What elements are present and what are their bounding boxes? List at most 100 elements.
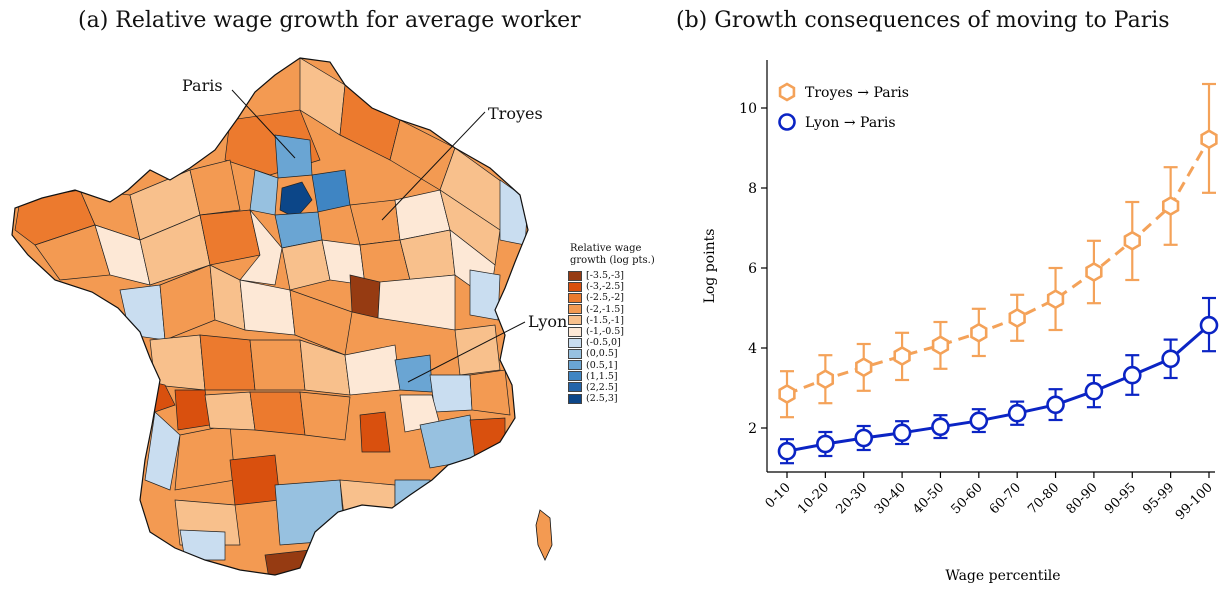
chart-series bbox=[777, 82, 1219, 465]
map-legend-label: (-1.5,-1] bbox=[586, 314, 625, 326]
data-point bbox=[893, 345, 911, 367]
map-legend-row: (-2,-1.5] bbox=[568, 304, 655, 315]
data-point bbox=[816, 369, 835, 390]
series-group bbox=[777, 296, 1219, 465]
map-region bbox=[299, 391, 351, 441]
city-label-paris: Paris bbox=[182, 76, 223, 95]
map-region bbox=[149, 334, 206, 391]
map-legend-swatch bbox=[568, 337, 582, 348]
x-tick-label: 50-60 bbox=[949, 480, 986, 517]
map-region bbox=[239, 209, 283, 286]
x-tick-label: 40-50 bbox=[910, 480, 947, 517]
city-label-lyon: Lyon bbox=[528, 312, 568, 331]
map-legend-title-line1: Relative wage bbox=[570, 243, 642, 254]
map-legend-swatch bbox=[568, 270, 582, 281]
map-legend-label: (1,1.5] bbox=[586, 370, 618, 382]
map-region bbox=[199, 209, 261, 266]
data-point bbox=[854, 428, 874, 448]
x-tick-label: 0-10 bbox=[763, 480, 794, 511]
x-tick-label: 90-95 bbox=[1102, 480, 1139, 517]
data-point bbox=[1008, 307, 1026, 329]
paris-leader-line bbox=[231, 89, 296, 159]
data-point bbox=[1200, 129, 1218, 150]
map-legend-rows: [-3.5,-3](-3,-2.5](-2.5,-2](-2,-1.5](-1.… bbox=[568, 270, 655, 404]
map-legend-row: (2.5,3] bbox=[568, 393, 655, 404]
map-legend-swatch bbox=[568, 360, 582, 371]
legend-label: Troyes → Paris bbox=[805, 85, 909, 101]
x-tick-label: 70-80 bbox=[1025, 480, 1062, 517]
map-legend-title-line2: growth (log pts.) bbox=[570, 255, 655, 266]
legend-marker bbox=[778, 82, 796, 102]
series-line bbox=[786, 324, 1210, 453]
map-region bbox=[229, 454, 281, 506]
map-region bbox=[469, 417, 506, 461]
x-tick-label: 20-30 bbox=[833, 480, 870, 517]
data-point bbox=[1007, 403, 1027, 423]
data-point bbox=[1046, 395, 1065, 415]
map-legend-swatch bbox=[568, 348, 582, 359]
map-legend-label: (-0.5,0] bbox=[586, 337, 621, 349]
map-region bbox=[429, 374, 473, 413]
x-tick-label: 60-70 bbox=[987, 480, 1024, 517]
map-legend-label: (-3,-2.5] bbox=[586, 281, 625, 293]
map-legend-label: (0,0.5] bbox=[586, 348, 618, 360]
data-point bbox=[1084, 381, 1104, 401]
map-legend-label: [-3.5,-3] bbox=[586, 270, 625, 282]
map-legend-label: (2.5,3] bbox=[586, 393, 618, 405]
data-point bbox=[970, 322, 988, 343]
series-group bbox=[778, 82, 1218, 419]
map-region bbox=[249, 339, 306, 391]
map-legend-swatch bbox=[568, 382, 582, 393]
data-point bbox=[855, 357, 873, 378]
map-legend-row: (-2.5,-2] bbox=[568, 292, 655, 303]
x-tick-label: 10-20 bbox=[795, 480, 832, 517]
x-tick-label: 95-99 bbox=[1140, 480, 1177, 517]
data-point bbox=[778, 383, 796, 405]
data-point bbox=[1123, 230, 1141, 251]
map-region bbox=[279, 181, 313, 219]
map-region bbox=[174, 424, 236, 491]
x-tick-label: 30-40 bbox=[872, 480, 909, 517]
y-tick-label: 8 bbox=[748, 181, 757, 197]
map-legend-label: (-1,-0.5] bbox=[586, 326, 625, 338]
y-axis-label: Log points bbox=[702, 229, 718, 304]
map-region bbox=[179, 529, 226, 561]
panel-a-title: (a) Relative wage growth for average wor… bbox=[78, 8, 581, 33]
x-tick-label: 99-100 bbox=[1173, 480, 1216, 523]
data-point bbox=[777, 441, 797, 461]
map-region bbox=[189, 159, 241, 216]
legend-marker bbox=[778, 113, 796, 131]
map-legend-title: Relative wage growth (log pts.) bbox=[570, 243, 655, 267]
x-tick-label: 80-90 bbox=[1064, 480, 1101, 517]
map-region bbox=[264, 549, 316, 575]
y-tick-label: 6 bbox=[748, 261, 757, 277]
data-point bbox=[816, 434, 835, 454]
map-legend-swatch bbox=[568, 315, 582, 326]
data-point bbox=[1085, 261, 1103, 283]
data-point bbox=[969, 411, 989, 431]
map-region bbox=[339, 479, 396, 526]
data-point bbox=[931, 335, 950, 356]
data-point bbox=[1161, 349, 1180, 369]
data-point bbox=[1122, 365, 1142, 385]
data-point bbox=[931, 417, 950, 437]
map-region bbox=[199, 334, 256, 391]
series-line bbox=[786, 138, 1211, 396]
y-tick-label: 10 bbox=[739, 101, 757, 117]
map-legend-swatch bbox=[568, 371, 582, 382]
map-region bbox=[274, 479, 346, 546]
map-legend-swatch bbox=[568, 326, 582, 337]
map-legend-label: (-2.5,-2] bbox=[586, 292, 625, 304]
map-region bbox=[249, 169, 279, 216]
france-wage-map bbox=[11, 57, 553, 576]
map-legend-label: (-2,-1.5] bbox=[586, 303, 625, 315]
map-legend-row: [-3.5,-3] bbox=[568, 270, 655, 281]
map-region bbox=[144, 411, 181, 491]
city-label-troyes: Troyes bbox=[488, 104, 543, 123]
map-legend: Relative wage growth (log pts.) [-3.5,-3… bbox=[568, 243, 655, 404]
map-legend-row: (0,0.5] bbox=[568, 348, 655, 359]
lyon-leader-line bbox=[407, 321, 526, 383]
map-region bbox=[204, 391, 256, 431]
